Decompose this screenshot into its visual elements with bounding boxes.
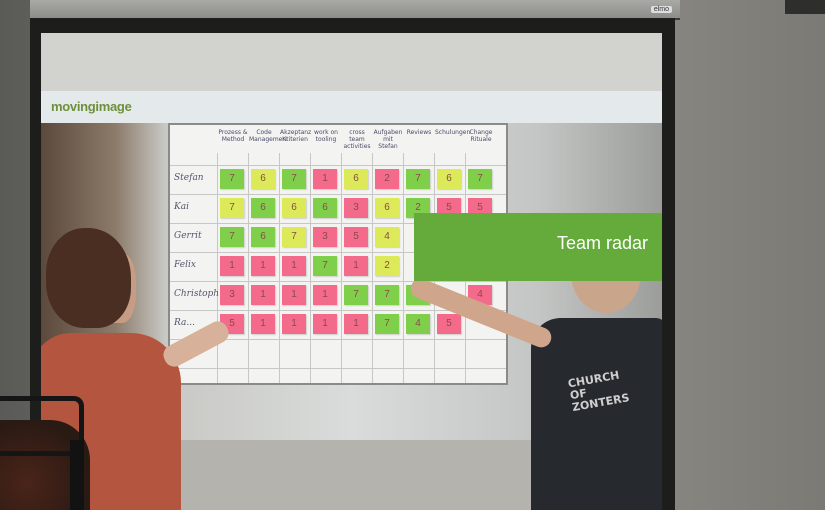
board-row-name: Stefan (174, 173, 204, 183)
board-row-line (170, 368, 506, 369)
shirt-print: CHURCH OF ZONTERS (566, 368, 631, 415)
sticky-note: 1 (313, 314, 337, 334)
sticky-note: 7 (220, 169, 244, 189)
board-row-line (170, 339, 506, 340)
sticky-note: 6 (344, 169, 368, 189)
sticky-note: 5 (437, 314, 461, 334)
eyeglasses-arm (70, 440, 84, 510)
board-column-line (341, 153, 342, 383)
board-column-header: Change Rituale (469, 129, 493, 143)
board-column-header: cross team activities (343, 129, 371, 150)
sticky-note: 6 (282, 198, 306, 218)
sticky-note: 1 (251, 314, 275, 334)
board-column-line (248, 153, 249, 383)
sticky-note: 1 (282, 256, 306, 276)
sticky-note: 1 (251, 285, 275, 305)
board-row-name: Ra... (174, 318, 195, 328)
person-right-body (531, 318, 662, 510)
sticky-note: 6 (251, 198, 275, 218)
sticky-note: 6 (251, 227, 275, 247)
sticky-note: 7 (375, 314, 399, 334)
sticky-note: 1 (282, 285, 306, 305)
board-column-line (403, 153, 404, 383)
sticky-note: 1 (313, 169, 337, 189)
board-row-name: Gerrit (174, 231, 202, 241)
board-row-line (170, 281, 506, 282)
board-column-header: Code Management (249, 129, 289, 143)
board-row-line (170, 223, 506, 224)
sticky-note: 3 (220, 285, 244, 305)
sticky-note: 1 (220, 256, 244, 276)
board-row-line (170, 310, 506, 311)
person-left-head (46, 228, 131, 328)
board-column-line (372, 153, 373, 383)
wall-object (785, 0, 825, 14)
board-row-name: Christoph (174, 289, 220, 299)
sticky-note: 1 (282, 314, 306, 334)
sticky-note: 1 (313, 285, 337, 305)
sticky-note: 7 (375, 285, 399, 305)
board-column-header: Akzeptanz Kriterien (280, 129, 312, 143)
board-column-line (310, 153, 311, 383)
screen-brand-label: elmo (650, 6, 672, 13)
board-column-header: Schulungen (435, 129, 471, 136)
sticky-note: 1 (344, 256, 368, 276)
sticky-note: 7 (468, 169, 492, 189)
sticky-note: 7 (282, 169, 306, 189)
board-column-line (217, 153, 218, 383)
board-column-header: Prozess & Method (218, 129, 248, 143)
sticky-note: 6 (375, 198, 399, 218)
sticky-note: 6 (251, 169, 275, 189)
sticky-note: 2 (375, 256, 399, 276)
sticky-note: 6 (437, 169, 461, 189)
board-column-line (279, 153, 280, 383)
board-column-header: Aufgaben mit Stefan (373, 129, 403, 150)
board-column-header: work on tooling (314, 129, 338, 143)
projector-screen-housing: elmo (30, 0, 680, 20)
sticky-note: 3 (313, 227, 337, 247)
slide-header: movingimage (41, 91, 662, 123)
sticky-note: 6 (313, 198, 337, 218)
board-row-line (170, 165, 506, 166)
sticky-note: 7 (344, 285, 368, 305)
sticky-note: 3 (344, 198, 368, 218)
slide-title-box: Team radar (414, 213, 662, 281)
board-row-line (170, 194, 506, 195)
sticky-note: 7 (220, 227, 244, 247)
eyeglasses (0, 396, 84, 456)
board-column-header: Reviews (406, 129, 432, 136)
sticky-note: 7 (406, 169, 430, 189)
sticky-note: 4 (375, 227, 399, 247)
sticky-note: 1 (251, 256, 275, 276)
sticky-note: 7 (313, 256, 337, 276)
sticky-note: 5 (344, 227, 368, 247)
sticky-note: 1 (344, 314, 368, 334)
board-row-line (170, 252, 506, 253)
sticky-note: 7 (282, 227, 306, 247)
sticky-note: 2 (375, 169, 399, 189)
brand-logo: movingimage (51, 99, 132, 114)
board-row-name: Felix (174, 260, 196, 270)
slide-title: Team radar (556, 233, 648, 253)
board-row-name: Kai (174, 202, 189, 212)
sticky-note: 4 (406, 314, 430, 334)
sticky-note: 7 (220, 198, 244, 218)
